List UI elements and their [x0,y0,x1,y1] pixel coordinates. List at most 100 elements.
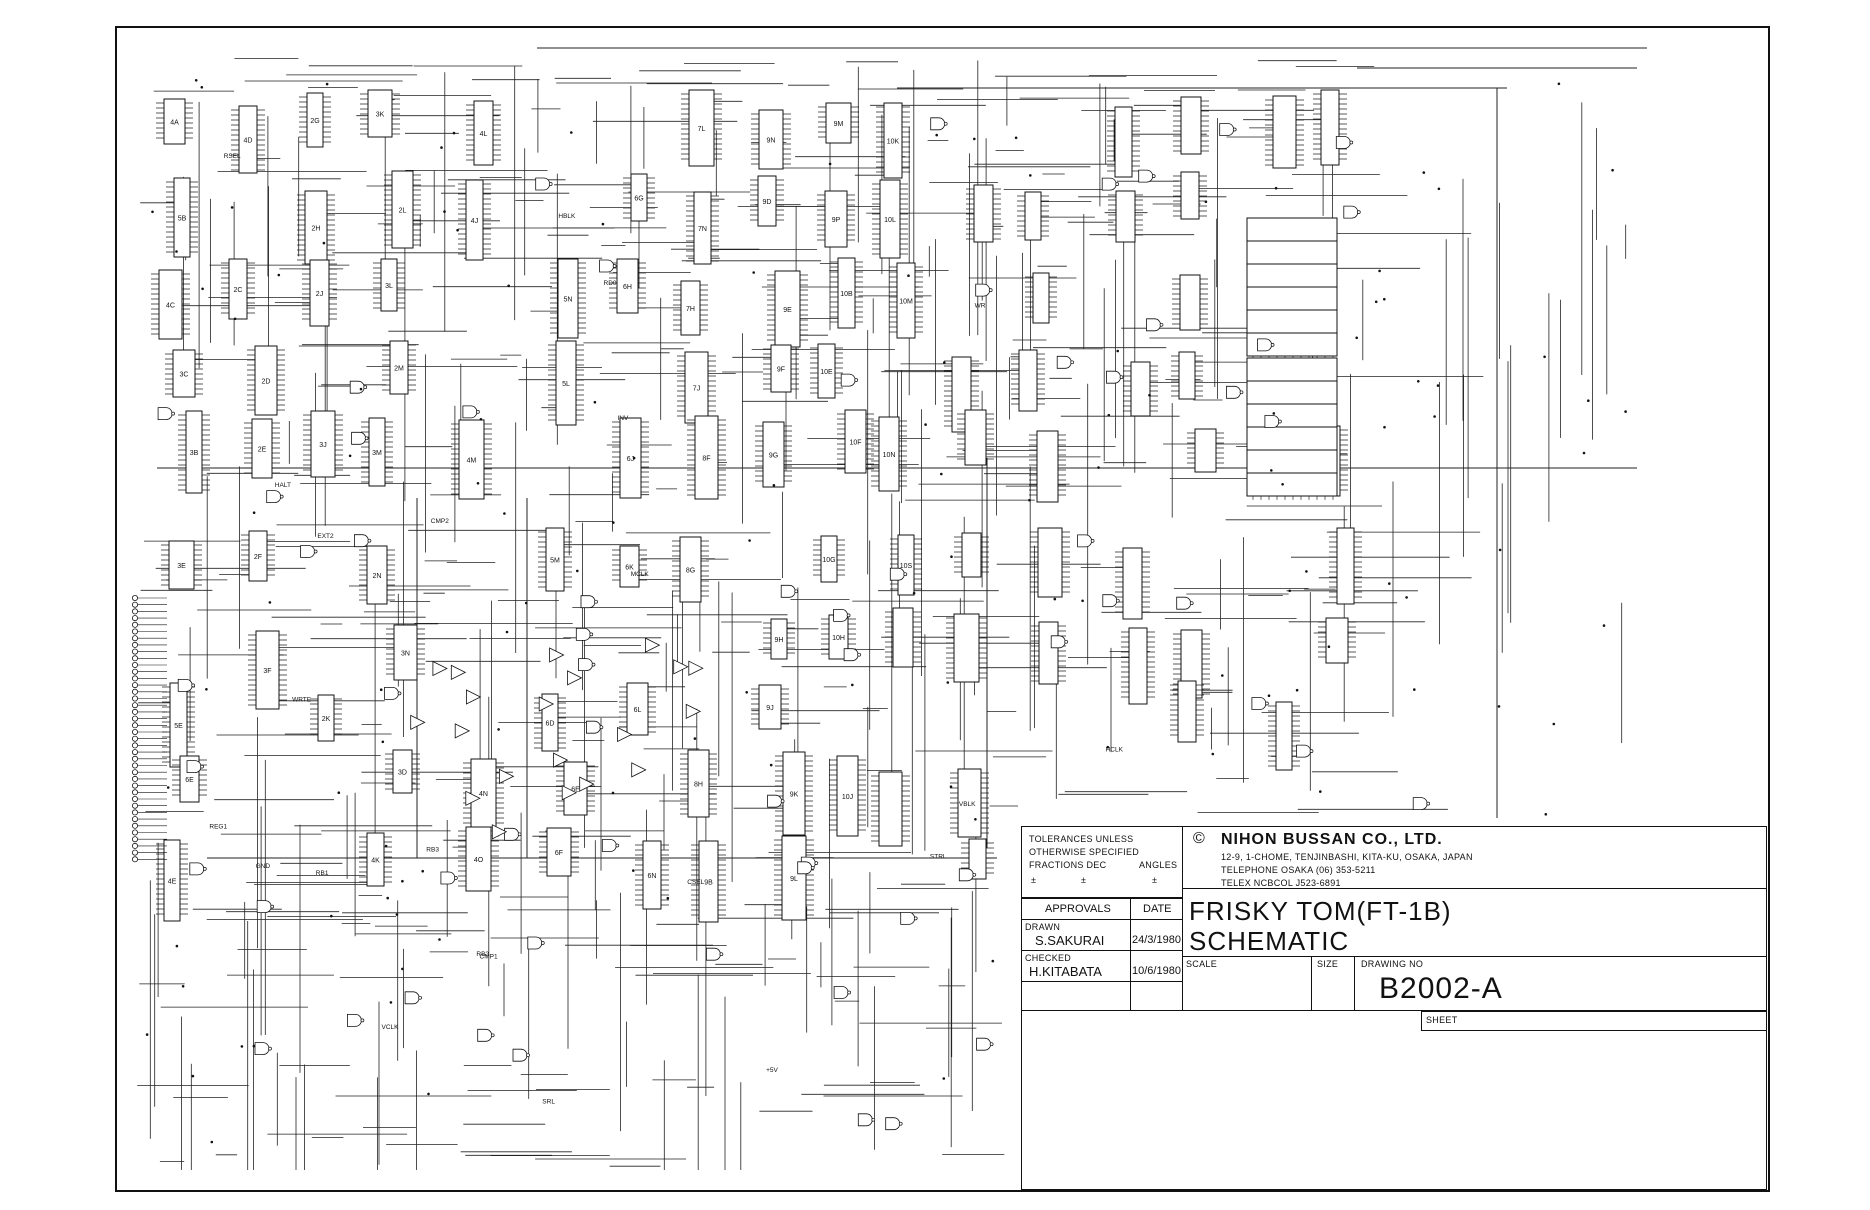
ic-chip [1038,621,1059,685]
logic-gate [1102,594,1118,608]
drawing-no-label: DRAWING NO [1361,959,1424,969]
junction-dot [240,1045,244,1048]
chip-label: 9H [775,637,784,644]
edge-connector-pin [131,735,138,742]
junction-dot [252,511,256,514]
copyright-mark: © [1193,830,1205,847]
gate-bubble [591,662,596,667]
gate-bubble [360,1018,365,1023]
chip-label: 2K [322,716,331,723]
chip-label: 6H [623,284,632,291]
ic-chip [392,749,413,794]
junction-dot [1413,688,1416,691]
junction-dot [1295,688,1299,692]
chip-label: 10B [840,291,853,298]
junction-dot [1383,425,1386,429]
edge-connector-pin [131,662,138,669]
chip-label: 4N [479,791,488,798]
gate-bubble [615,843,620,848]
ic-chip [458,419,485,500]
chip-label: 10J [842,794,853,801]
edge-connector-pin [131,782,138,789]
junction-dot [973,137,976,141]
signal-label: STRL [930,854,947,861]
ic-chip [557,258,579,339]
chip-label: 5E [174,723,183,730]
junction-dot [166,786,170,789]
pm-dec: ± [1081,875,1087,885]
drawing-number: B2002-A [1379,972,1503,1005]
logic-gate [976,1037,991,1051]
junction-dot [1405,596,1408,599]
chip-label: 6E [571,787,580,794]
gate-bubble [871,1117,876,1122]
logic-gate [1219,123,1235,136]
ic-chip [883,102,903,179]
ic-chip [310,410,336,478]
buffer-gate [549,647,565,663]
ic-chip [1178,351,1196,400]
junction-dot [151,210,154,214]
edge-connector-pin [131,635,138,642]
ic-chip [1177,680,1197,743]
edge-connector-pin [131,775,138,782]
junction-dot [175,944,179,948]
signal-label: RD0 [604,280,617,287]
junction-dot [946,681,950,684]
junction-dot [1305,570,1308,573]
logic-gate [780,584,796,598]
junction-dot [233,317,237,321]
logic-gate [1343,205,1359,219]
junction-dot [745,691,748,694]
company-telex: TELEX NCBCOL J523-6891 [1221,878,1341,888]
ic-chip [973,184,994,243]
edge-connector-pin [131,615,138,622]
junction-dot [401,879,404,883]
edge-connector-pin [131,802,138,809]
ic-chip [836,755,859,837]
gate-bubble [599,725,604,730]
ic-chip [1180,96,1202,155]
signal-label: CSEL [687,879,704,886]
approvals-blank-row [1021,981,1131,1011]
edge-connector-pin [131,682,138,689]
gate-bubble [397,691,402,696]
chip-label: 3C [180,372,189,379]
junction-dot [322,241,326,245]
logic-gate [1251,697,1267,710]
chip-label: 2L [399,208,407,215]
junction-dot [632,456,636,460]
gate-bubble [279,494,284,499]
ic-chip [781,835,807,921]
company-box [1182,826,1767,889]
signal-label: RB3 [426,846,439,853]
gate-bubble [847,990,851,995]
junction-dot [201,287,204,291]
chip-label: 3L [385,283,393,290]
junction-dot [359,387,363,391]
logic-gate [833,609,848,622]
edge-connector-pin [131,601,138,608]
junction-dot [379,688,383,691]
logic-gate [975,283,991,297]
gate-bubble [200,764,204,769]
ic-chip [1246,309,1338,334]
junction-dot [205,688,208,691]
junction-dot [1436,384,1440,387]
ic-chip [185,410,203,494]
logic-gate [1138,169,1154,183]
edge-connector-pin [131,688,138,695]
logic-gate [512,1048,528,1062]
junction-dot [1437,187,1441,191]
junction-dot [666,896,670,900]
chip-label: 9J [766,705,773,712]
chip-label: 4A [170,120,179,127]
gate-bubble [1270,343,1275,347]
edge-connector-pin [131,708,138,715]
gate-bubble [1090,539,1095,543]
junction-dot [330,914,333,918]
gate-bubble [810,865,815,870]
signal-label: HBLK [558,213,576,220]
ic-chip [555,340,577,426]
gate-bubble [972,872,977,877]
